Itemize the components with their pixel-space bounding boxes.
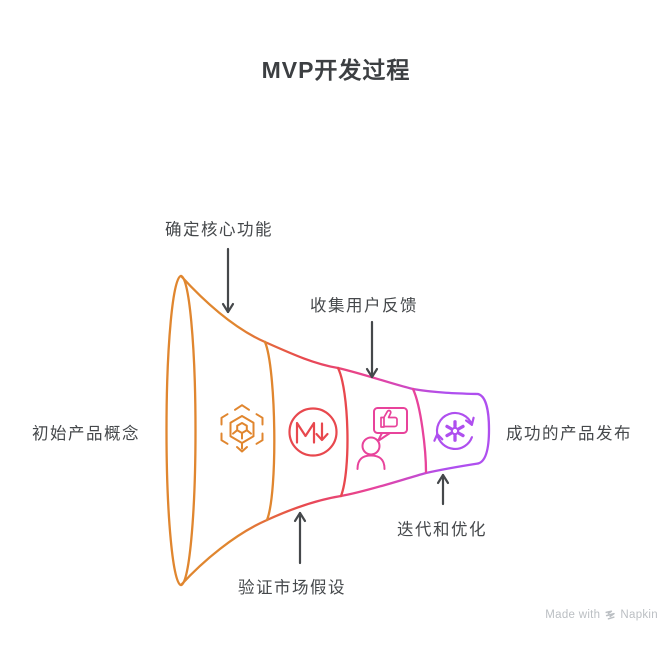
stage-label-define-core-features: 确定核心功能	[165, 221, 273, 239]
stage-divider-3	[411, 387, 428, 474]
stage-divider-1	[263, 340, 276, 522]
funnel-body	[165, 274, 491, 587]
funnel-output-label: 成功的产品发布	[506, 425, 632, 443]
iterate-cycle-icon	[433, 411, 475, 450]
stage-divider-2	[336, 366, 349, 498]
stage-label-collect-user-feedback: 收集用户反馈	[310, 297, 418, 315]
watermark-prefix: Made with	[545, 609, 601, 621]
user-feedback-icon	[356, 407, 408, 470]
funnel-output-cap	[476, 392, 491, 465]
funnel-input-label: 初始产品概念	[32, 425, 140, 443]
page-title: MVP开发过程	[261, 57, 411, 83]
package-module-icon	[220, 404, 264, 453]
stage-label-validate-market-hypothesis: 验证市场假设	[238, 579, 346, 597]
markdown-arrow-icon	[288, 407, 338, 457]
napkin-watermark[interactable]: Made with Napkin	[545, 609, 658, 621]
callout-arrows	[221, 247, 450, 565]
napkin-logo-icon	[605, 610, 616, 620]
funnel-mouth-ellipse	[165, 274, 197, 587]
stage-label-iterate-and-optimize: 迭代和优化	[397, 521, 487, 539]
watermark-brand: Napkin	[620, 609, 658, 621]
